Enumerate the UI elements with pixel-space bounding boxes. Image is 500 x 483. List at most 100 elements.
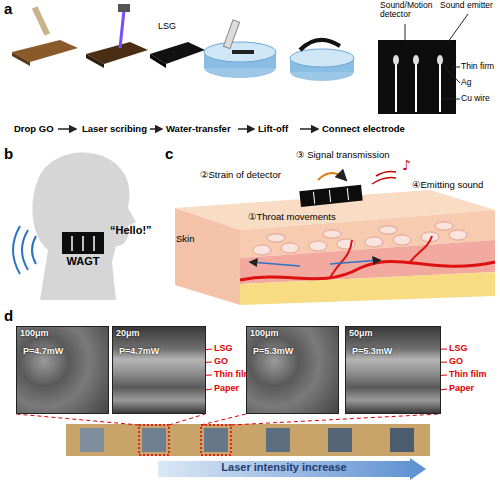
music-note: ♪ <box>402 157 411 173</box>
step-name: Water-transfer <box>166 124 231 134</box>
power-text: P=5.3mW <box>253 347 293 356</box>
go-film-edge <box>86 54 104 68</box>
device-body <box>299 185 362 207</box>
dish-top <box>290 49 354 67</box>
step-name: Lift-off <box>258 124 288 134</box>
movement-arrow <box>250 262 300 266</box>
leader-line <box>444 66 460 83</box>
layer-label: Paper <box>214 384 239 394</box>
power-text: P=4.7mW <box>23 347 63 356</box>
panel-letter: d <box>4 308 13 325</box>
cell <box>267 234 285 242</box>
electrode <box>71 236 73 251</box>
callout-number: ③ Signal transmission <box>296 150 390 160</box>
water-transfer-step <box>204 20 276 78</box>
callout-number: ②Strain of detector <box>200 170 281 180</box>
laser-beam <box>120 10 124 48</box>
sound-wave <box>13 226 20 274</box>
device-electrodes <box>62 232 104 254</box>
laser-step <box>86 4 148 68</box>
step-name: Connect electrode <box>322 124 405 134</box>
dropper <box>32 6 50 36</box>
cell <box>449 230 467 240</box>
cell <box>393 235 411 245</box>
cell <box>379 226 397 234</box>
electrode <box>93 236 95 251</box>
power-text: P=5.3mW <box>352 347 392 356</box>
scribed-square <box>390 428 414 452</box>
layer-label: GO <box>449 357 463 367</box>
cu-wire <box>439 62 441 112</box>
sample-strip <box>16 414 440 456</box>
step-arrow <box>150 128 162 130</box>
syringe <box>223 20 239 49</box>
laser-head <box>118 4 130 12</box>
zoom-line <box>16 414 139 425</box>
part-name: Skin <box>176 234 194 244</box>
blood-vessel <box>410 236 432 262</box>
cell <box>253 245 271 255</box>
step-name: Laser scribing <box>82 124 147 134</box>
ag-contact <box>437 55 443 65</box>
scribed-square <box>328 428 352 452</box>
cell <box>365 237 383 247</box>
highlight-box <box>139 425 169 455</box>
part-name: Cu wire <box>461 94 490 103</box>
electrode <box>347 188 348 200</box>
speech-text: “Hello!” <box>110 224 152 236</box>
node-text: Laser intensity increase <box>158 462 410 474</box>
arrow-body <box>158 458 426 480</box>
cell <box>309 241 327 251</box>
cell <box>323 230 341 238</box>
leader-line <box>452 67 460 68</box>
layer-label: GO <box>214 357 228 367</box>
scribed-square <box>204 428 228 452</box>
sem-image: 100μmP=4.7mW <box>16 326 109 414</box>
go-film-edge <box>12 52 30 66</box>
intensity-arrow: Laser intensity increase <box>158 458 426 480</box>
ag-contact <box>413 55 419 65</box>
zoom-line <box>201 414 246 425</box>
scribed-square <box>142 428 166 452</box>
skin-device <box>299 185 362 207</box>
layer-label: Thin film <box>449 370 487 380</box>
sem-image: 20μmP=4.7mW <box>112 326 206 414</box>
sound-wave <box>32 236 36 264</box>
scale-bar-text: 100μm <box>20 329 49 338</box>
cu-wire <box>415 62 417 112</box>
layer-label: LSG <box>449 344 468 354</box>
step-arrow <box>238 128 254 130</box>
blood-vessel <box>240 261 495 280</box>
scale-bar-text: 100μm <box>250 329 279 338</box>
skin-side <box>175 208 240 305</box>
sem-image: 100μmP=5.3mW <box>246 326 339 414</box>
paper-strip <box>66 424 430 456</box>
step-arrow <box>300 128 318 130</box>
leader-line <box>448 14 468 42</box>
lifted-film <box>300 40 340 50</box>
device-body <box>378 40 456 114</box>
dish-top <box>204 42 276 62</box>
panel-letter: a <box>4 1 12 18</box>
step-name: Drop GO <box>14 124 54 134</box>
leader-line <box>405 24 406 42</box>
floating-film <box>232 50 254 54</box>
cu-wire <box>395 62 397 112</box>
drop-go-step <box>12 6 78 66</box>
scribed-square <box>80 428 104 452</box>
highlight-box <box>201 425 231 455</box>
scribed-square <box>266 428 290 452</box>
movement-arrow <box>330 260 380 264</box>
part-name: Ag <box>461 78 471 87</box>
part-name: Thin firm <box>461 62 494 71</box>
power-text: P=4.7mW <box>119 347 159 356</box>
blood-vessel <box>330 240 352 278</box>
skin-block: ♪ <box>175 157 495 305</box>
lift-off-step <box>290 40 354 81</box>
step-arrow <box>58 128 76 130</box>
electrode <box>329 190 330 202</box>
layer-label: LSG <box>214 344 233 354</box>
sem-image: 50μmP=5.3mW <box>345 326 441 414</box>
layer-label: Paper <box>449 384 474 394</box>
